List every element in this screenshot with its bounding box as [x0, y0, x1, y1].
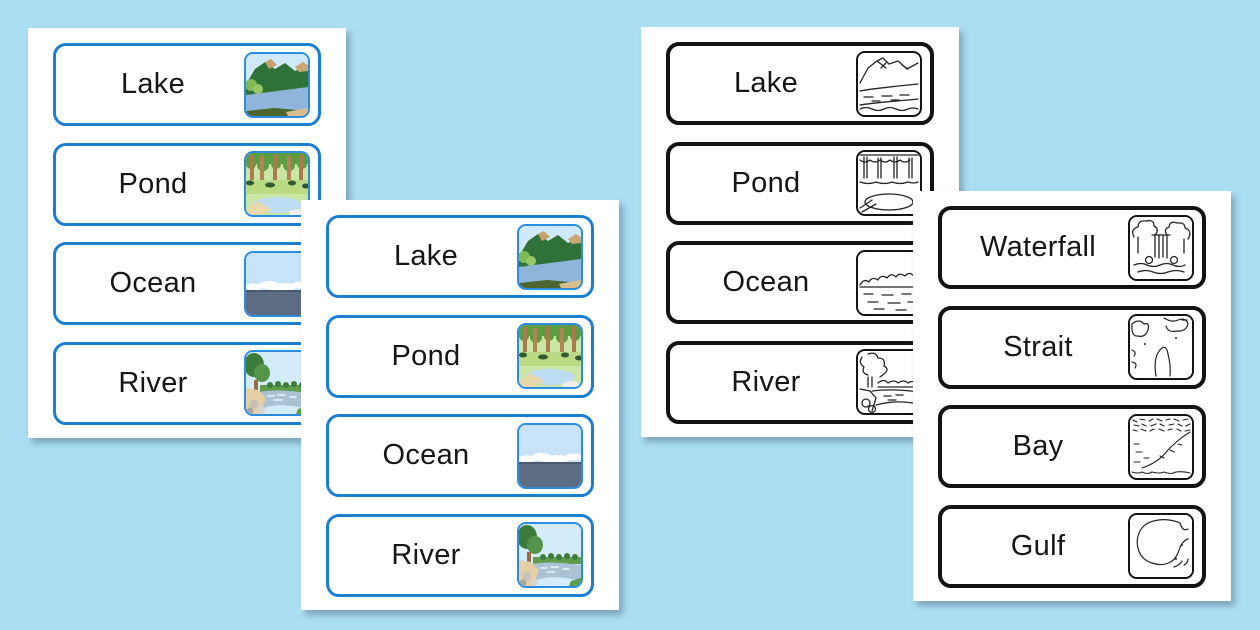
pond-color-illustration: [517, 323, 583, 390]
word-card-label: Pond: [731, 166, 801, 199]
color-word-cards-page-2: Lake Pond Ocean River: [301, 200, 619, 610]
word-card-ocean: Ocean: [326, 414, 594, 498]
word-card-ocean: Ocean: [53, 242, 321, 326]
lake-color-illustration: [517, 223, 583, 290]
word-card-lake: Lake: [326, 215, 594, 298]
color-word-cards-page-1: Lake Pond Ocean River: [28, 28, 346, 438]
word-card-bay: Bay: [938, 405, 1206, 489]
black-and-white-word-cards-page-2: Waterfall Strait Bay Gulf: [913, 191, 1231, 601]
ocean-color-illustration: [244, 250, 310, 317]
word-card-label: River: [118, 366, 188, 399]
river-color-illustration: [244, 350, 310, 417]
word-card-pond: Pond: [53, 142, 321, 226]
lake-line-art-illustration: [856, 50, 922, 117]
word-card-label: Waterfall: [979, 231, 1097, 263]
word-card-label: Pond: [391, 339, 461, 372]
bay-map-illustration: [1128, 413, 1194, 480]
word-card-label: Ocean: [382, 439, 470, 472]
black-and-white-word-cards-page-1: Lake Pond Ocean River: [641, 27, 959, 437]
word-card-river: River: [53, 341, 321, 425]
word-card-pond: Pond: [666, 141, 934, 225]
word-card-label: Lake: [733, 67, 799, 99]
pond-color-illustration: [244, 151, 310, 218]
strait-map-illustration: [1128, 314, 1194, 381]
word-card-label: River: [391, 538, 461, 571]
word-card-label: Ocean: [722, 266, 810, 299]
pond-line-art-illustration: [856, 150, 922, 217]
ocean-line-art-illustration: [856, 249, 922, 316]
word-card-lake: Lake: [53, 43, 321, 126]
word-card-waterfall: Waterfall: [938, 206, 1206, 289]
word-card-label: River: [731, 365, 801, 398]
word-card-gulf: Gulf: [938, 504, 1206, 588]
word-card-river: River: [326, 513, 594, 597]
word-card-label: Ocean: [109, 267, 197, 300]
word-card-ocean: Ocean: [666, 241, 934, 325]
word-card-label: Pond: [118, 167, 188, 200]
word-card-river: River: [666, 340, 934, 424]
word-card-label: Bay: [1012, 430, 1064, 463]
waterfall-line-art-illustration: [1128, 214, 1194, 281]
ocean-color-illustration: [517, 422, 583, 489]
river-color-illustration: [517, 522, 583, 589]
word-card-lake: Lake: [666, 42, 934, 125]
word-card-label: Lake: [393, 240, 459, 272]
word-card-label: Strait: [1003, 330, 1073, 363]
word-card-label: Gulf: [1010, 529, 1066, 562]
word-card-pond: Pond: [326, 314, 594, 398]
gulf-map-illustration: [1128, 513, 1194, 580]
word-card-strait: Strait: [938, 305, 1206, 389]
word-card-label: Lake: [120, 68, 186, 100]
lake-color-illustration: [244, 51, 310, 118]
